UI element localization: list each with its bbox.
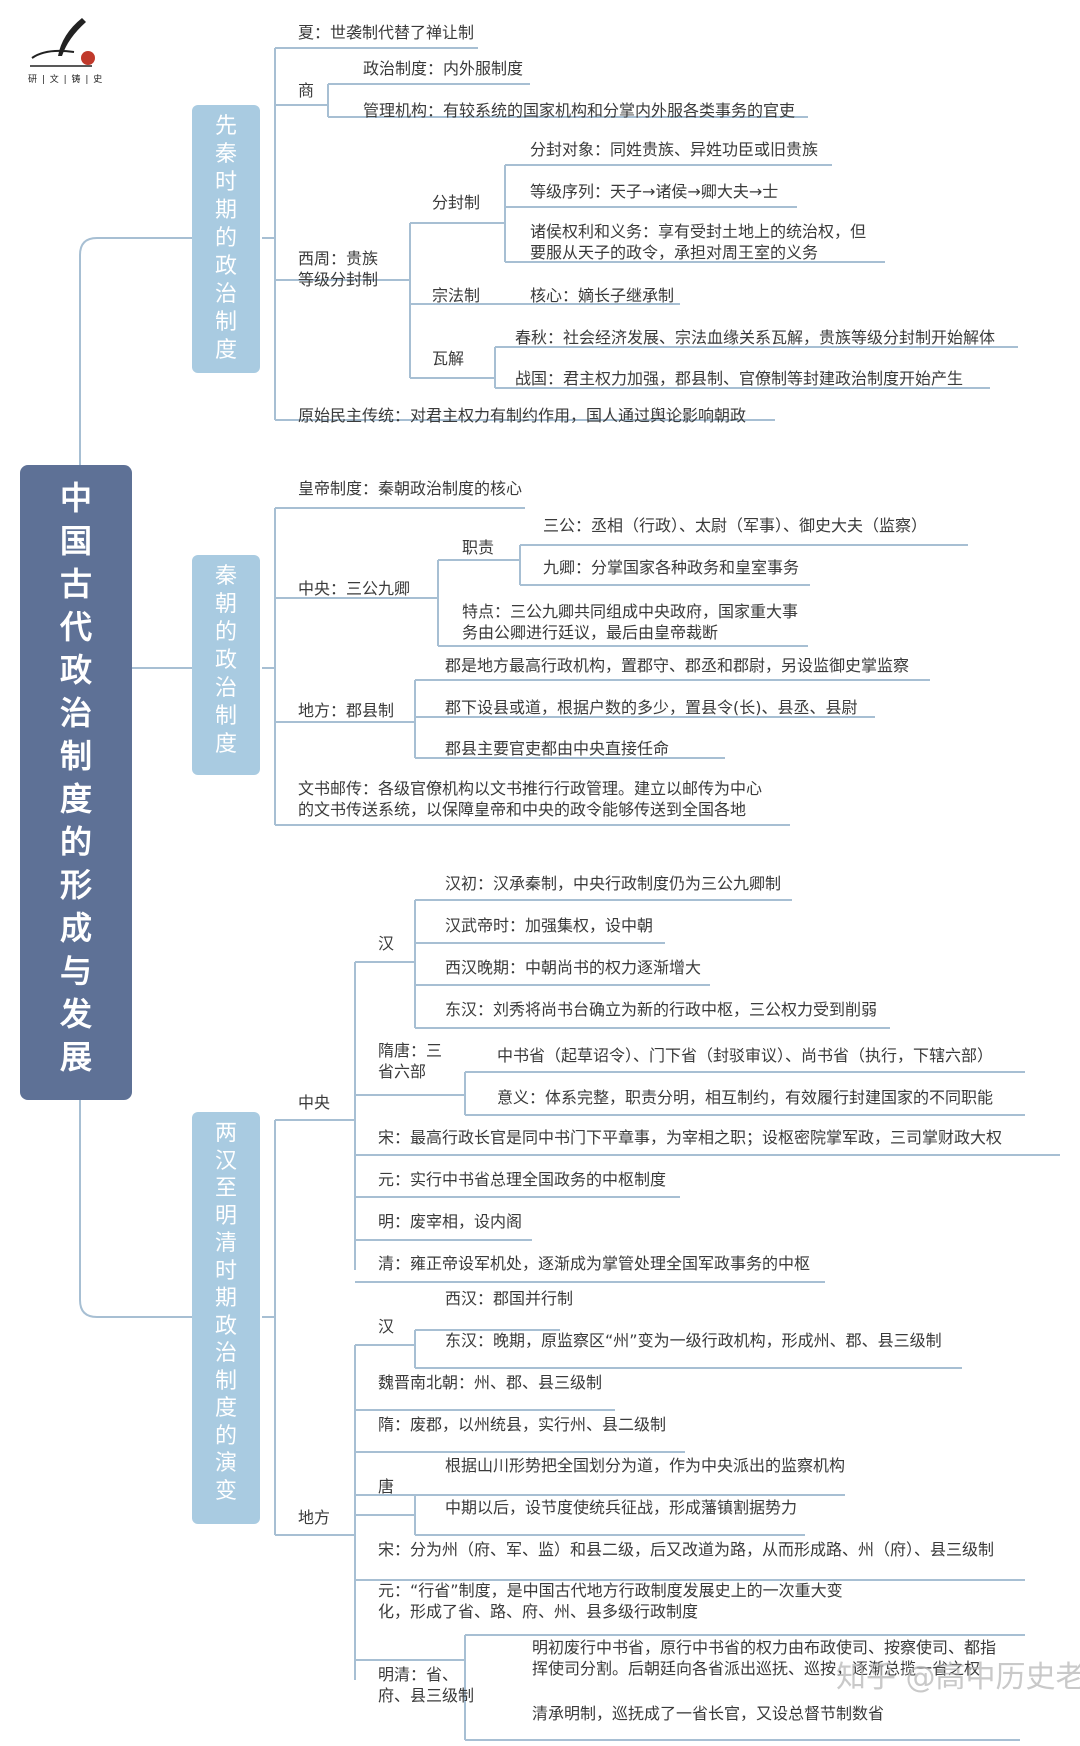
node-text: 务由公卿进行廷议，最后由皇帝裁断 (462, 623, 719, 642)
node-text: 郡是地方最高行政机构，置郡守、郡丞和郡尉，另设监御史掌监察 (445, 656, 910, 675)
node-text: 原始民主传统：对君主权力有制约作用，国人通过舆论影响朝政 (298, 406, 747, 425)
node-text: 春秋：社会经济发展、宗法血缘关系瓦解，贵族等级分封制开始解体 (515, 328, 996, 347)
node-text: 商 (298, 81, 315, 100)
logo-text: 研 | 文 | 铸 | 史 (28, 75, 104, 85)
node-text: 明清：省、 (378, 1665, 459, 1684)
node-text: 宗法制 (432, 286, 481, 305)
node-text: 等级分封制 (298, 270, 379, 289)
node-text: 皇帝制度：秦朝政治制度的核心 (298, 479, 523, 498)
node-text: 中央：三公九卿 (298, 579, 411, 598)
node-text: 汉初：汉承秦制，中央行政制度仍为三公九卿制 (445, 874, 782, 893)
node-text: 根据山川形势把全国划分为道，作为中央派出的监察机构 (445, 1456, 846, 1475)
watermark: 知乎 @高中历史老师 (836, 1660, 1080, 1695)
branch-title: 先秦时期的政治制度 (214, 114, 237, 363)
node-text: 化，形成了省、路、府、州、县多级行政制度 (378, 1602, 699, 1621)
node-text: 东汉：晚期，原监察区“州”变为一级行政机构，形成州、郡、县三级制 (445, 1331, 942, 1350)
node-text: 清：雍正帝设军机处，逐渐成为掌管处理全国军政事务的中枢 (378, 1254, 811, 1273)
node-text: 郡县主要官吏都由中央直接任命 (445, 739, 670, 758)
node-text: 隋唐：三 (378, 1041, 443, 1060)
node-text: 地方 (298, 1508, 331, 1527)
node-text: 要服从天子的政令，承担对周王室的义务 (530, 243, 819, 262)
node-text: 三公：丞相（行政）、太尉（军事）、御史大夫（监察） (543, 516, 928, 535)
node-text: 中书省（起草诏令）、门下省（封驳审议）、尚书省（执行，下辖六部） (497, 1046, 994, 1065)
node-text: 汉 (378, 1317, 395, 1336)
node-text: 隋：废郡，以州统县，实行州、县二级制 (378, 1415, 667, 1434)
node-text: 等级序列：天子→诸侯→卿大夫→士 (530, 182, 779, 201)
branch-title: 两汉至明清时期政治制度的演变 (214, 1121, 237, 1504)
node-text: 管理机构：有较系统的国家机构和分掌内外服各类事务的官吏 (363, 101, 796, 120)
node-text: 诸侯权利和义务：享有受封土地上的统治权，但 (530, 222, 867, 241)
node-text: 职责 (462, 538, 495, 557)
node-text: 元：实行中书省总理全国政务的中枢制度 (378, 1170, 667, 1189)
node-text: 文书邮传：各级官僚机构以文书推行行政管理。建立以邮传为中心 (298, 779, 763, 798)
node-text: 郡下设县或道，根据户数的多少，置县令(长)、县丞、县尉 (445, 698, 858, 717)
node-text: 魏晋南北朝：州、郡、县三级制 (378, 1373, 603, 1392)
node-text: 宋：最高行政长官是同中书门下平章事，为宰相之职；设枢密院掌军政，三司掌财政大权 (378, 1128, 1003, 1147)
root-title-box: 中国古代政治制度的形成与发展 (20, 465, 132, 1100)
node-text: 元：“行省”制度，是中国古代地方行政制度发展史上的一次重大变 (378, 1581, 843, 1600)
node-text: 省六部 (378, 1062, 427, 1081)
node-text: 汉 (378, 934, 395, 953)
node-text: 西周：贵族 (298, 249, 379, 268)
node-text: 府、县三级制 (378, 1686, 475, 1705)
node-text: 地方：郡县制 (298, 701, 395, 720)
branch-hanmingqing: 两汉至明清时期政治制度的演变 (192, 1112, 260, 1524)
node-text: 中央 (298, 1093, 331, 1112)
node-text: 明初废行中书省，原行中书省的权力由布政使司、按察使司、都指 (532, 1638, 997, 1657)
branch-qin: 秦朝的政治制度 (192, 555, 260, 775)
node-text: 战国：君主权力加强，郡县制、官僚制等封建政治制度开始产生 (515, 369, 964, 388)
quill-logo-icon (30, 18, 95, 67)
node-text: 东汉：刘秀将尚书台确立为新的行政中枢，三公权力受到削弱 (445, 1000, 878, 1019)
node-text: 宋：分为州（府、军、监）和县二级，后又改道为路，从而形成路、州（府）、县三级制 (378, 1540, 995, 1559)
node-text: 分封对象：同姓贵族、异姓功臣或旧贵族 (530, 140, 819, 159)
node-text: 汉武帝时：加强集权，设中朝 (445, 916, 654, 935)
node-text: 瓦解 (432, 349, 465, 368)
node-text: 特点：三公九卿共同组成中央政府，国家重大事 (462, 602, 799, 621)
node-text: 政治制度：内外服制度 (363, 59, 524, 78)
node-text: 夏：世袭制代替了禅让制 (298, 23, 475, 42)
node-text: 挥使司分割。后朝廷向各省派出巡抚、巡按，逐渐总揽一省之权 (532, 1659, 981, 1678)
node-text: 唐 (378, 1477, 395, 1496)
root-title: 中国古代政治制度的形成与发展 (59, 479, 92, 1076)
node-text: 的文书传送系统，以保障皇帝和中央的政令能够传送到全国各地 (298, 800, 747, 819)
node-text: 明：废宰相，设内阁 (378, 1212, 523, 1231)
node-text: 分封制 (432, 193, 481, 212)
node-text: 西汉：郡国并行制 (445, 1289, 574, 1308)
node-text: 西汉晚期：中朝尚书的权力逐渐增大 (445, 958, 702, 977)
node-text: 九卿：分掌国家各种政务和皇室事务 (543, 558, 800, 577)
branch-xianqin: 先秦时期的政治制度 (192, 105, 260, 373)
node-text: 中期以后，设节度使统兵征战，形成藩镇割据势力 (445, 1498, 798, 1517)
node-text: 核心：嫡长子继承制 (530, 286, 675, 305)
node-text: 意义：体系完整，职责分明，相互制约，有效履行封建国家的不同职能 (497, 1088, 994, 1107)
node-text: 清承明制，巡抚成了一省长官，又设总督节制数省 (532, 1704, 885, 1723)
branch-title: 秦朝的政治制度 (214, 564, 237, 757)
